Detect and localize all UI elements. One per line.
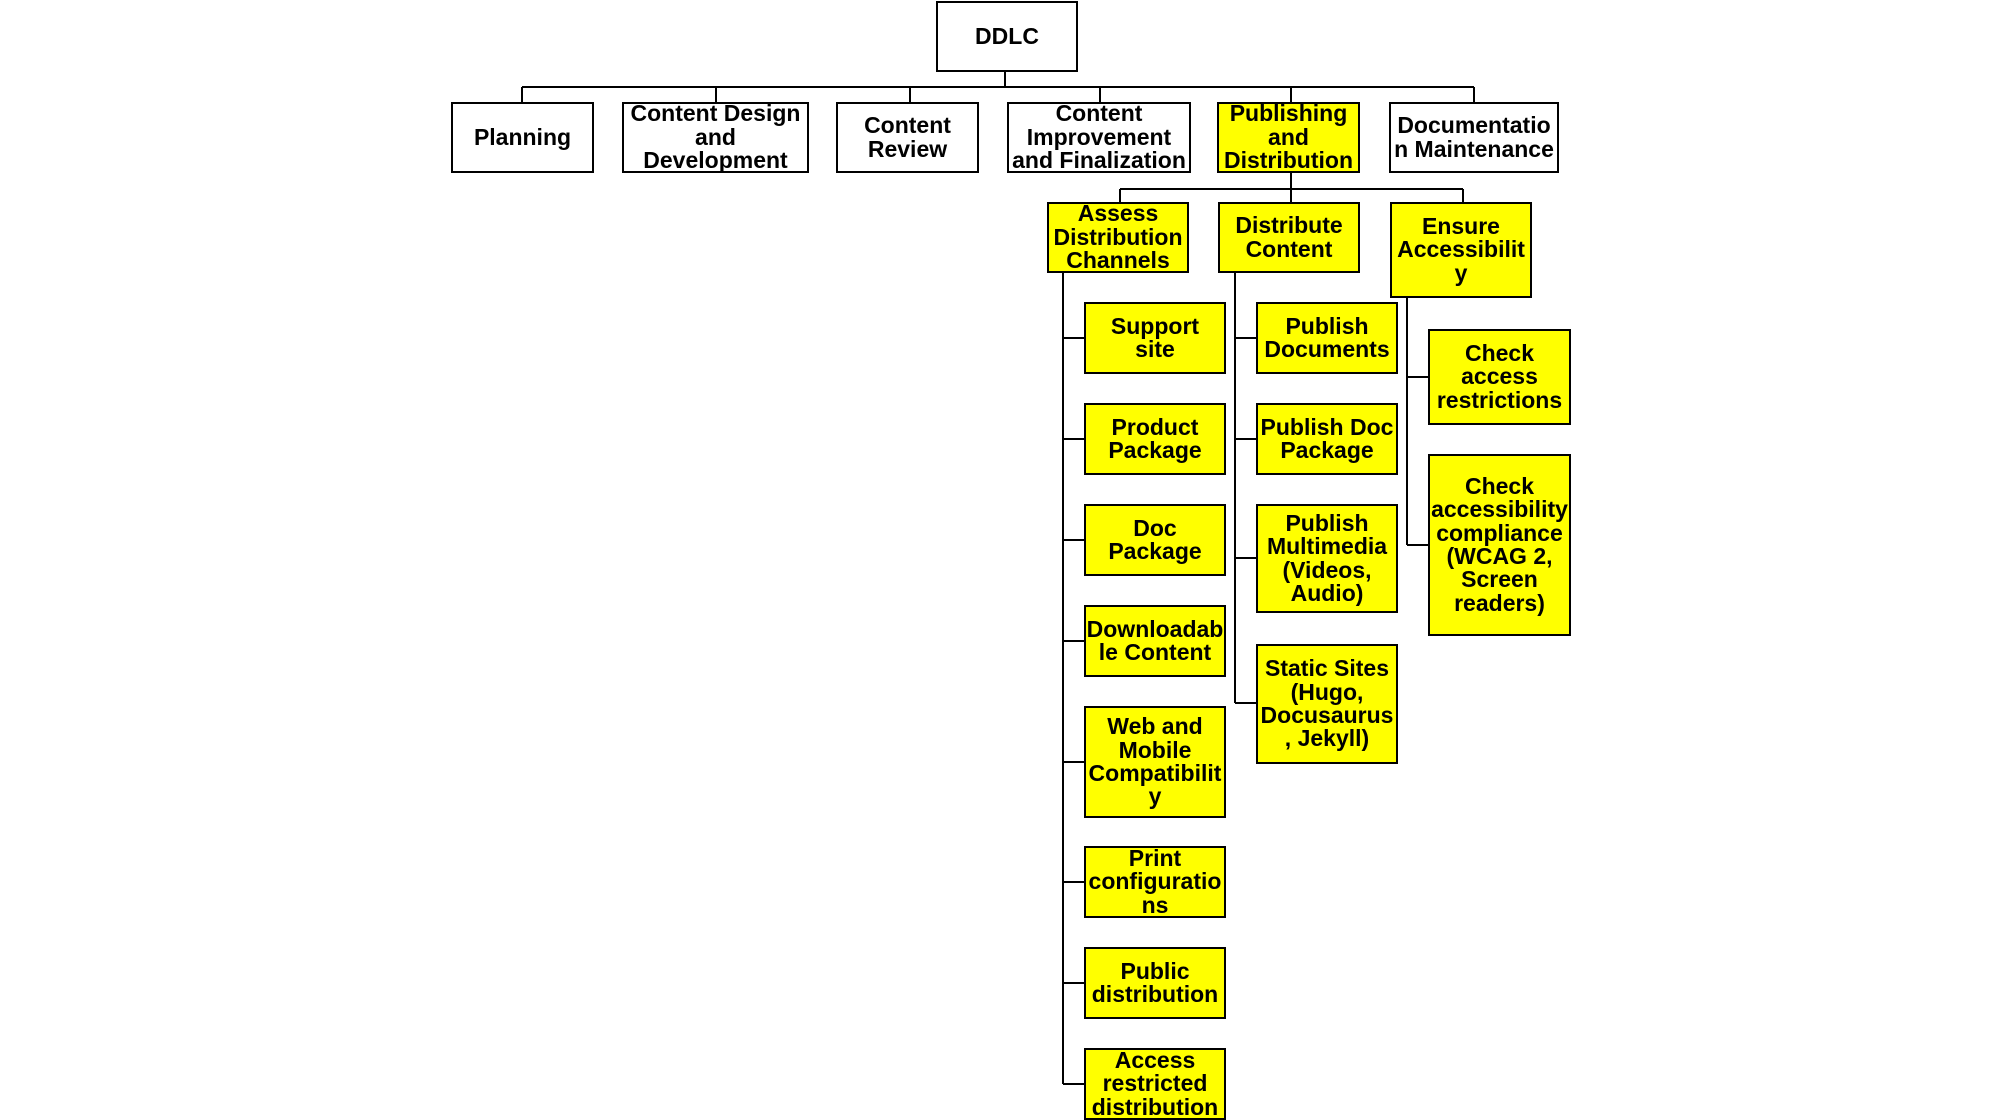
item-static-sites: Static Sites (Hugo, Docusaurus , Jekyll) [1256,644,1398,764]
group-ensure-accessibility: Ensure Accessibilit y [1390,202,1532,298]
root-node-ddlc: DDLC [936,1,1078,72]
item-product-package: Product Package [1084,403,1226,475]
phase-publishing-distribution: Publishing and Distribution [1217,102,1360,173]
item-downloadable-content: Downloadab le Content [1084,605,1226,677]
phase-content-review: Content Review [836,102,979,173]
item-publish-multimedia: Publish Multimedia (Videos, Audio) [1256,504,1398,613]
item-publish-doc-package: Publish Doc Package [1256,403,1398,475]
item-public-distribution: Public distribution [1084,947,1226,1019]
group-assess-distribution-channels: Assess Distribution Channels [1047,202,1189,273]
phase-documentation-maintenance: Documentatio n Maintenance [1389,102,1559,173]
item-support-site: Support site [1084,302,1226,374]
group-distribute-content: Distribute Content [1218,202,1360,273]
item-publish-documents: Publish Documents [1256,302,1398,374]
phase-content-improvement-finalization: Content Improvement and Finalization [1007,102,1191,173]
item-access-restricted-distribution: Access restricted distribution [1084,1048,1226,1120]
item-doc-package: Doc Package [1084,504,1226,576]
item-check-accessibility-compliance: Check accessibility compliance (WCAG 2, … [1428,454,1571,636]
item-print-configurations: Print configuratio ns [1084,846,1226,918]
phase-content-design-development: Content Design and Development [622,102,809,173]
item-web-mobile-compatibility: Web and Mobile Compatibilit y [1084,706,1226,818]
item-check-access-restrictions: Check access restrictions [1428,329,1571,425]
phase-planning: Planning [451,102,594,173]
